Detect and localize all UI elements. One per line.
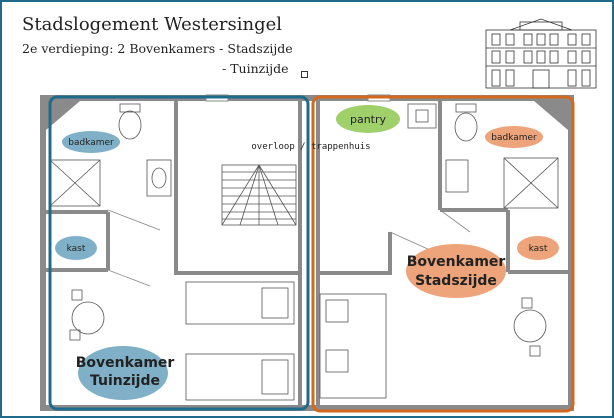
tuinzijde-outline <box>48 95 310 411</box>
door-swings <box>107 209 471 287</box>
toilet-left-icon <box>118 110 142 140</box>
kast-left-badge <box>55 236 97 260</box>
toilet-tank-left-icon <box>119 103 141 113</box>
bovenkamer-stadszijde-label-1: Bovenkamer <box>407 254 506 270</box>
small-square-icon <box>301 71 308 78</box>
kast-left-label: kast <box>67 244 86 254</box>
floor-subtitle: 2e verdieping: 2 Bovenkamers - Stadszijd… <box>22 41 293 56</box>
sink-left-icon <box>146 159 172 197</box>
left-bathroom-fixtures <box>49 103 172 207</box>
round-table-right-icon <box>513 309 547 343</box>
right-bedroom-furniture <box>319 293 547 399</box>
bovenkamer-tuinzijde-label-2: Tuinzijde <box>90 373 160 389</box>
building-facade-illustration <box>485 18 597 89</box>
bed-upper-left-icon <box>185 281 295 325</box>
bovenkamer-tuinzijde-badge <box>78 346 168 400</box>
toilet-right-icon <box>454 112 478 142</box>
bed-lower-left-icon <box>185 353 295 401</box>
round-table-left-icon <box>71 301 105 335</box>
kast-right-label: kast <box>529 244 548 254</box>
sink-right-icon <box>445 159 469 193</box>
interior-walls <box>46 100 568 408</box>
pantry-label: pantry <box>350 113 387 126</box>
pantry-sink-icon <box>407 103 437 129</box>
bovenkamer-stadszijde-label-2: Stadszijde <box>415 273 497 289</box>
page-title: Stadslogement Westersingel <box>22 14 283 35</box>
badkamer-right-badge <box>485 126 543 148</box>
kast-right-badge <box>517 236 559 260</box>
floor-subtitle-continued: - Tuinzijde <box>222 61 289 76</box>
right-bathroom-fixtures <box>407 103 559 209</box>
overloop-label: overloop / trappenhuis <box>251 142 370 152</box>
bovenkamer-stadszijde-badge <box>406 244 506 298</box>
stadszijde-outline <box>311 95 575 413</box>
double-bed-right-icon <box>319 293 387 399</box>
shower-right-icon <box>503 157 559 209</box>
staircase <box>221 164 297 226</box>
pantry-badge <box>336 105 400 133</box>
badkamer-right-label: badkamer <box>491 133 537 143</box>
bovenkamer-tuinzijde-label-1: Bovenkamer <box>76 355 175 371</box>
badkamer-left-label: badkamer <box>68 138 114 148</box>
left-bedroom-furniture <box>69 281 295 401</box>
badkamer-left-badge <box>62 131 120 153</box>
toilet-tank-right-icon <box>455 103 477 113</box>
